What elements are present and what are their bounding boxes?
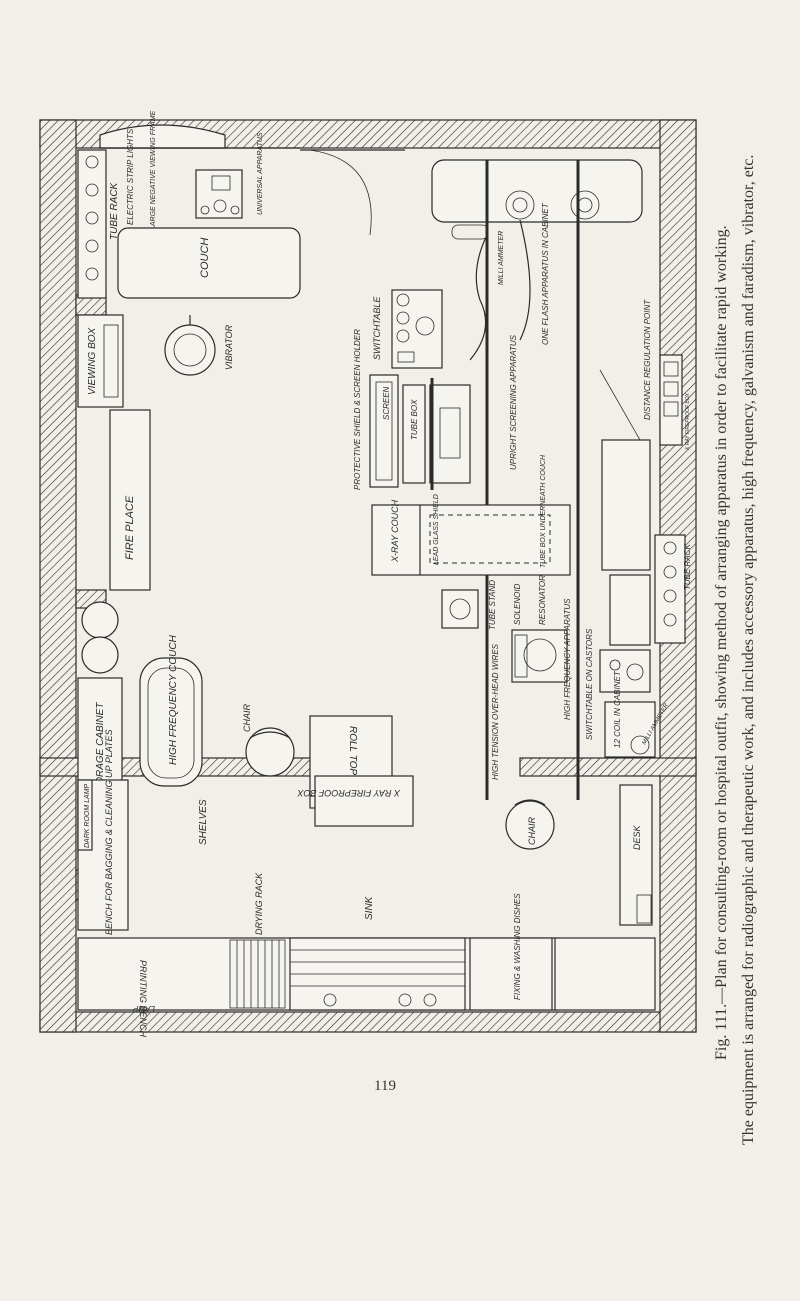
figure-caption-line-1: Fig. 111.—Plan for consulting-room or ho… [713,225,730,1060]
label-printing-bench: PRINTING BENCH [138,960,148,1038]
label-high-frequency-couch: HIGH FREQUENCY COUCH [168,634,179,765]
viewing-box [77,314,124,408]
outer-walls [39,119,697,1033]
label-sink: SINK [364,895,375,920]
label-fire-place: FIRE PLACE [124,495,136,560]
label-solenoid: SOLENOID [513,583,522,625]
label-universal-apparatus: UNIVERSAL APPARATUS [257,132,264,215]
high-frequency-apparatus [511,629,568,683]
label-high-tension-wires: HIGH TENSION OVER-HEAD WIRES [491,643,500,780]
label-lead-glass-shield: LEAD GLASS SHIELD [433,494,440,565]
dark-room-lamp [77,779,93,851]
cabinet-right [601,439,651,571]
fire-place [109,409,151,591]
label-coil-in-cabinet: 12 COIL IN CABINET [613,670,622,748]
universal-apparatus [195,169,243,219]
door-swing [309,149,372,236]
figure-caption-line-2: The equipment is arranged for radiograph… [740,154,757,1145]
tube-rack-right [654,534,686,644]
bench-right [554,937,656,1011]
label-dark-room-lamp: DARK ROOM LAMP [84,783,91,848]
sink [289,937,466,1011]
round-stool-1 [81,601,119,639]
label-distance-regulation-point: DISTANCE REGULATION POINT [643,299,652,420]
couch [117,227,301,299]
switchtable [391,289,443,369]
cabinet-right-2 [609,574,651,646]
label-switchtable: SWITCHTABLE [372,296,382,360]
desk [619,784,653,926]
x-ray-couch [371,504,571,576]
label-bench-bagging: BENCH FOR BAGGING & CLEANING UP PLATES [104,729,114,935]
chair-left [245,727,295,777]
label-tube-rack-right: TUBE RACK [683,544,692,590]
label-negative-viewing-frame: LARGE NEGATIVE VIEWING FRAME [150,110,157,230]
high-frequency-couch [139,657,203,787]
label-desk: DESK [632,824,642,850]
protective-shield [369,374,399,488]
label-couch: COUCH [199,238,211,278]
label-one-flash-apparatus: ONE FLASH APPARATUS IN CABINET [541,202,550,345]
label-protective-shield: PROTECTIVE SHIELD & SCREEN HOLDER [353,329,362,490]
label-upright-screening-apparatus: UPRIGHT SCREENING APPARATUS [509,334,518,470]
tube-stand [441,589,479,629]
x-ray-fireproof-box-bottom [314,775,414,827]
one-flash-apparatus [431,159,643,240]
label-roll-top-desk: ROLL TOP DESK [347,726,358,806]
label-tube-stand: TUBE STAND [488,580,497,630]
label-switchtable-castors: SWITCHTABLE ON CASTORS [585,628,594,740]
tube-rack-top [77,149,107,299]
label-x-ray-couch: X-RAY COUCH [390,499,400,563]
label-drying-rack: DRYING RACK [254,872,264,935]
label-shelves: SHELVES [198,799,209,845]
top-window [99,124,226,149]
label-tube-rack-top: TUBE RACK [109,181,120,240]
label-viewing-box: VIEWING BOX [87,327,98,395]
label-x-ray-box-bottom: X RAY FIREPROOF BOX [296,788,401,798]
label-electric-strip-lights: ELECTRIC STRIP LIGHTS [126,128,135,225]
label-high-frequency-apparatus: HIGH FREQUENCY APPARATUS [563,598,572,720]
label-x-ray-fireproof-box: X RAY FIREPROOF BOX [685,392,691,451]
label-vibrator: VIBRATOR [224,324,234,370]
label-negative-storage-cabinet: NEGATIVE STORAGE CABINET [95,702,106,850]
label-chair-left: CHAIR [242,703,252,732]
label-screen: SCREEN [382,386,391,420]
label-fixing-washing-dishes: FIXING & WASHING DISHES [513,893,522,1000]
fixing-washing-dishes [469,937,553,1011]
coil-cabinet [599,649,656,758]
tube-box-upright [402,378,471,490]
page-number: 119 [374,1078,396,1094]
label-chair-right: CHAIR [527,816,537,845]
chair-right [505,799,555,850]
x-ray-fireproof-box [659,354,683,446]
label-tube-box: TUBE BOX [410,399,419,440]
label-tube-box-underneath: TUBE BOX UNDERNEATH COUCH [540,454,547,568]
label-lamp: LAMP [133,1004,155,1013]
round-stool-2 [81,636,119,674]
vibrator [164,315,216,376]
label-resonator: RESONATOR [538,575,547,625]
label-milli-ammeter-top: MILLI AMMETER [498,231,505,285]
